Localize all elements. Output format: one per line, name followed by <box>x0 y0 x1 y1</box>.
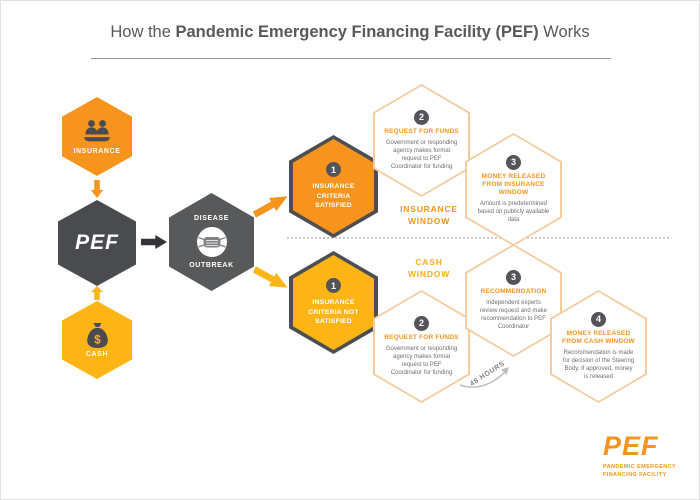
arrow-cash-to-pef-icon <box>90 286 104 300</box>
cash-label: CASH <box>85 351 109 358</box>
insurance-window-label-line1: INSURANCE <box>400 204 458 214</box>
insurance-window-label: INSURANCE WINDOW <box>389 204 469 228</box>
pef-logo-subtext: PANDEMIC EMERGENCY FINANCING FACILITY <box>603 463 695 480</box>
step-2-badge-insurance: 2 <box>414 109 429 125</box>
insurance-criteria-satisfied-hexagon: 1 INSURANCE CRITERIA SATISFIED <box>289 135 378 238</box>
step-4-badge-cash: 4 <box>591 311 606 327</box>
money-bag-icon: $ <box>86 323 108 348</box>
pef-hexagon: PEF <box>58 200 136 286</box>
cash-step-2-body: Government or responding agency makes fo… <box>385 345 458 377</box>
pef-wordmark: PEF <box>75 231 119 254</box>
cash-step-recommendation-hexagon: 3 RECOMMENDATION Independent experts rev… <box>465 244 562 357</box>
step-1-badge-cash: 1 <box>326 278 341 294</box>
insurance-criteria-satisfied-content: 1 INSURANCE CRITERIA SATISFIED <box>289 135 378 238</box>
face-mask-icon <box>196 227 227 257</box>
pef-logo: PEF PANDEMIC EMERGENCY FINANCING FACILIT… <box>603 433 695 480</box>
insurance-hexagon: INSURANCE <box>62 97 132 176</box>
cash-step-request-funds-hexagon: 2 REQUEST FOR FUNDS Government or respon… <box>373 290 470 403</box>
pef-logo-subtext-line2: FINANCING FACILITY <box>603 472 667 479</box>
cash-step-4-body: Recommendation is made for decision of t… <box>562 349 635 381</box>
disease-outbreak-content: DISEASE OUTBREAK <box>169 193 254 291</box>
insurance-criteria-not-satisfied-hexagon: 1 INSURANCE CRITERIA NOT SATISFIED <box>289 251 378 354</box>
insurance-step-money-released-content: 3 MONEY RELEASED FROM INSURANCE WINDOW A… <box>465 133 562 246</box>
cash-step-money-released-content: 4 MONEY RELEASED FROM CASH WINDOW Recomm… <box>550 290 647 403</box>
step-3-badge-cash: 3 <box>506 269 521 285</box>
arrow-insurance-to-pef-icon <box>90 180 104 198</box>
title-strong: Pandemic Emergency Financing Facility (P… <box>175 23 539 41</box>
cash-hexagon: $ CASH <box>62 301 132 379</box>
48-hours-arrow-icon <box>459 367 509 388</box>
step-1-badge: 1 <box>326 162 341 178</box>
cash-step-4-heading: MONEY RELEASED FROM CASH WINDOW <box>562 329 635 345</box>
insurance-step-3-body: Amount is predetermined based on publicl… <box>477 201 550 224</box>
insurance-step-money-released-hexagon: 3 MONEY RELEASED FROM INSURANCE WINDOW A… <box>465 133 562 246</box>
title-pre: How the <box>110 23 176 41</box>
outbreak-line2: OUTBREAK <box>189 262 234 269</box>
insurance-criteria-not-satisfied-content: 1 INSURANCE CRITERIA NOT SATISFIED <box>289 251 378 354</box>
svg-text:$: $ <box>94 334 101 347</box>
cash-step-3-heading: RECOMMENDATION <box>480 287 547 295</box>
insurance-step-money-released-fill <box>467 135 560 244</box>
cash-step-request-funds-content: 2 REQUEST FOR FUNDS Government or respon… <box>373 290 470 403</box>
arrow-pef-to-outbreak-icon <box>141 234 167 250</box>
disease-outbreak-hexagon: DISEASE OUTBREAK <box>169 193 254 291</box>
insurance-hexagon-content: INSURANCE <box>62 97 132 176</box>
insurance-criteria-not-satisfied-fill <box>293 255 374 350</box>
insurance-criteria-satisfied-label: INSURANCE CRITERIA SATISFIED <box>312 183 355 210</box>
step-3-badge-insurance: 3 <box>506 154 521 170</box>
arrow-to-cash-window-icon <box>250 262 291 295</box>
pef-hexagon-content: PEF <box>58 200 136 286</box>
arrow-to-insurance-window-icon <box>250 189 291 222</box>
window-divider <box>287 237 669 239</box>
insurance-window-label-line2: WINDOW <box>407 215 451 226</box>
insurance-label: INSURANCE <box>73 147 121 155</box>
cash-window-label-line1: CASH <box>415 257 443 267</box>
insurance-criteria-not-satisfied-label: INSURANCE CRITERIA NOT SATISFIED <box>308 299 359 326</box>
page-title: How the Pandemic Emergency Financing Fac… <box>1 23 699 42</box>
cash-hexagon-content: $ CASH <box>62 301 132 379</box>
cash-window-label: CASH WINDOW <box>389 257 469 281</box>
cash-window-label-line2: WINDOW <box>407 268 451 279</box>
outbreak-line1: DISEASE <box>194 215 229 222</box>
insurance-step-2-heading: REQUEST FOR FUNDS <box>384 127 459 135</box>
insurance-people-icon <box>84 119 110 141</box>
pef-logo-wordmark: PEF <box>603 431 659 461</box>
cash-step-money-released-hexagon: 4 MONEY RELEASED FROM CASH WINDOW Recomm… <box>550 290 647 403</box>
cash-step-2-heading: REQUEST FOR FUNDS <box>384 333 459 341</box>
insurance-step-request-funds-hexagon: 2 REQUEST FOR FUNDS Government or respon… <box>373 84 470 197</box>
step-2-badge-cash: 2 <box>414 315 429 331</box>
insurance-step-2-body: Government or responding agency makes fo… <box>385 139 458 171</box>
pef-logo-subtext-line1: PANDEMIC EMERGENCY <box>603 464 677 470</box>
insurance-step-request-funds-content: 2 REQUEST FOR FUNDS Government or respon… <box>373 84 470 197</box>
title-post: Works <box>538 23 590 41</box>
title-divider <box>91 58 611 59</box>
cash-step-3-body: Independent experts review request and m… <box>479 299 548 331</box>
insurance-step-3-heading: MONEY RELEASED FROM INSURANCE WINDOW <box>481 172 546 196</box>
cash-step-recommendation-content: 3 RECOMMENDATION Independent experts rev… <box>465 244 562 357</box>
